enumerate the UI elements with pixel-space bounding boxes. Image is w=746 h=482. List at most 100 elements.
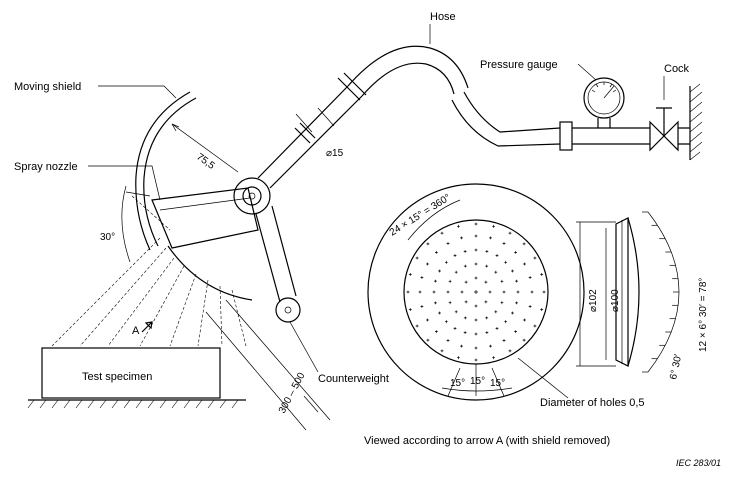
- nozzle-hole-mark: [488, 290, 492, 294]
- nozzle-hole-mark: [516, 290, 520, 294]
- nozzle-hole-mark: [454, 270, 458, 274]
- nozzle-hole-mark: [508, 349, 512, 353]
- nozzle-hole-mark: [464, 300, 468, 304]
- nozzle-hole-mark: [426, 338, 430, 342]
- nozzle-hole-mark: [474, 248, 478, 252]
- nozzle-hole-mark: [457, 356, 460, 360]
- caption: Viewed according to arrow A (with shield…: [364, 435, 610, 447]
- nozzle-hole-mark: [426, 262, 429, 266]
- nozzle-hole-mark: [446, 290, 450, 294]
- dim-seg-3: 15°: [490, 378, 505, 389]
- nozzle-hole-mark: [530, 290, 534, 294]
- nozzle-hole-mark: [514, 330, 517, 333]
- nozzle-hole-mark: [454, 310, 458, 314]
- nozzle-hole-mark: [540, 273, 544, 276]
- nozzle-hole-mark: [453, 327, 457, 330]
- label-hose: Hose: [430, 11, 456, 23]
- dim-75-5: 75,5: [194, 152, 217, 173]
- nozzle-hole-mark: [474, 332, 478, 336]
- nozzle-hole-mark: [492, 356, 495, 360]
- nozzle-hole-mark: [528, 305, 532, 308]
- nozzle-hole-mark: [523, 318, 526, 322]
- nozzle-hole-mark: [438, 311, 441, 315]
- nozzle-hole-mark: [440, 349, 444, 353]
- nozzle-hole-mark: [511, 269, 514, 273]
- label-diameter-of-holes: Diameter of holes 0,5: [540, 397, 645, 409]
- nozzle-hole-mark: [522, 338, 526, 342]
- test-specimen-block: [27, 347, 246, 409]
- label-pressure-gauge: Pressure gauge: [480, 59, 558, 71]
- dim-d100: ⌀100: [610, 289, 621, 312]
- nozzle-hole-mark: [528, 276, 532, 279]
- nozzle-hole-mark: [523, 262, 526, 266]
- nozzle-hole-mark: [415, 256, 419, 260]
- dim-angle-30: 30°: [100, 232, 115, 243]
- nozzle-hole-mark: [474, 234, 478, 238]
- nozzle-hole-mark: [500, 301, 504, 305]
- dim-seg-2: 15°: [470, 376, 485, 387]
- label-spray-nozzle: Spray nozzle: [14, 161, 78, 173]
- nozzle-hole-mark: [446, 242, 450, 245]
- nozzle-hole-mark: [495, 254, 499, 257]
- nozzle-hole-mark: [463, 316, 467, 320]
- label-test-specimen: Test specimen: [82, 371, 152, 383]
- label-arrow-a: A: [132, 325, 140, 337]
- nozzle-face-icon: [367, 183, 585, 401]
- nozzle-hole-mark: [434, 279, 437, 283]
- cock-valve-icon: [649, 107, 690, 152]
- nozzle-hole-mark: [420, 276, 424, 279]
- nozzle-hole-mark: [408, 273, 412, 276]
- nozzle-hole-mark: [408, 308, 412, 311]
- dim-range: 300 – 500: [277, 371, 308, 416]
- reference-code: IEC 283/01: [676, 458, 721, 468]
- nozzle-hole-mark: [511, 311, 514, 315]
- nozzle-hole-mark: [432, 290, 436, 294]
- nozzle-hole-mark: [435, 330, 438, 333]
- nozzle-hole-mark: [457, 224, 460, 228]
- nozzle-hole-mark: [460, 344, 463, 348]
- dim-d102: ⌀102: [588, 289, 599, 312]
- nozzle-hole-mark: [504, 260, 508, 264]
- nozzle-side-view: [576, 211, 680, 373]
- nozzle-hole-mark: [504, 320, 508, 324]
- nozzle-hole-mark: [474, 358, 478, 362]
- pressure-gauge-dial-icon: [583, 77, 625, 119]
- nozzle-hole-mark: [426, 318, 429, 322]
- nozzle-hole-mark: [406, 290, 410, 294]
- nozzle-hole-mark: [500, 279, 504, 283]
- moving-shield: [135, 91, 197, 251]
- nozzle-hole-mark: [492, 224, 495, 228]
- nozzle-hole-mark: [474, 318, 478, 322]
- nozzle-hole-mark: [463, 264, 467, 268]
- nozzle-hole-mark: [508, 231, 512, 235]
- label-moving-shield: Moving shield: [14, 81, 81, 93]
- nozzle-hole-mark: [515, 279, 518, 283]
- nozzle-hole-mark: [494, 310, 498, 314]
- spray-lines: [51, 195, 247, 347]
- nozzle-hole-mark: [448, 301, 452, 305]
- label-cock: Cock: [664, 63, 690, 75]
- nozzle-hole-mark: [502, 339, 506, 342]
- nozzle-hole-mark: [474, 290, 478, 294]
- dim-seg-1: 15°: [450, 378, 465, 389]
- nozzle-hole-mark: [542, 290, 546, 294]
- nozzle-hole-mark: [502, 290, 506, 294]
- nozzle-hole-mark: [515, 301, 518, 305]
- nozzle-hole-mark: [484, 300, 488, 304]
- nozzle-hole-mark: [485, 264, 489, 268]
- nozzle-hole-mark: [502, 242, 506, 245]
- nozzle-hole-mark: [426, 242, 430, 246]
- nozzle-hole-mark: [446, 339, 450, 342]
- nozzle-hole-mark: [522, 242, 526, 246]
- nozzle-hole-mark: [485, 250, 489, 253]
- nozzle-hole-mark: [463, 250, 467, 253]
- nozzle-hole-mark: [474, 262, 478, 266]
- nozzle-hole-mark: [533, 324, 537, 328]
- label-counterweight: Counterweight: [318, 373, 389, 385]
- nozzle-hole-mark: [474, 222, 478, 226]
- nozzle-hole-mark: [484, 280, 488, 284]
- nozzle-hole-mark: [435, 251, 438, 254]
- dim-small-angle: 6° 30′: [668, 353, 684, 380]
- nozzle-hole-mark: [448, 279, 452, 283]
